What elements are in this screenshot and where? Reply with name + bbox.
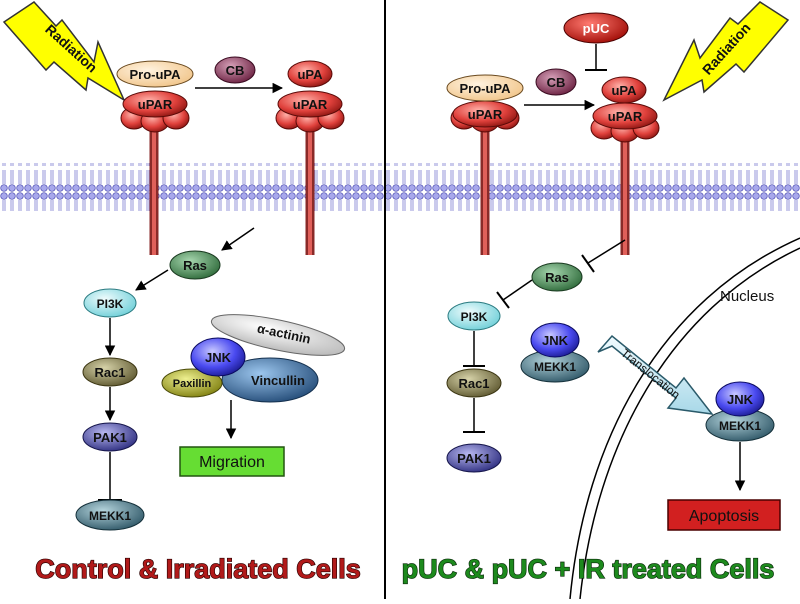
upar-label-1: uPAR — [138, 97, 173, 112]
rac1-label: Rac1 — [94, 365, 125, 380]
pak1-label: PAK1 — [93, 430, 127, 445]
pi3k-node-right — [447, 301, 501, 331]
nucleus-envelope-inner — [579, 247, 800, 600]
ras-node — [169, 250, 221, 280]
pi3k-label: PI3K — [97, 297, 124, 311]
puc-label: pUC — [583, 21, 610, 36]
migration-label: Migration — [199, 454, 265, 471]
migration-box — [179, 446, 285, 477]
rac1-label-right: Rac1 — [458, 376, 489, 391]
upar-node-2 — [277, 90, 343, 118]
alpha-actinin-node — [210, 314, 346, 356]
upa-label: uPA — [297, 67, 323, 82]
rac1-node — [82, 357, 138, 387]
inhibit-bar-pi3k — [496, 291, 510, 309]
arrow-receptor-ras — [221, 227, 255, 251]
upa-node-right — [601, 76, 647, 104]
upa-label-right: uPA — [611, 83, 637, 98]
inhibit-ras-pi3k — [502, 279, 533, 301]
right-panel: Nucleus pUC Radiation uPAR Pro-uPA CB — [401, 1, 800, 600]
vinculin-node — [221, 357, 319, 403]
ras-label-right: Ras — [545, 270, 569, 285]
inhibit-bar-ras — [581, 254, 595, 273]
nucleus-envelope-outer — [569, 237, 800, 600]
radiation-bolt-icon — [2, 1, 126, 102]
apoptosis-label: Apoptosis — [689, 508, 759, 525]
translocation-arrow — [597, 334, 714, 415]
radiation-bolt-icon-right — [662, 1, 790, 102]
mekk1-label-right: MEKK1 — [534, 360, 576, 374]
pi3k-label-right: PI3K — [461, 310, 488, 324]
cb-label-right: CB — [547, 75, 566, 90]
pak1-node — [82, 422, 138, 452]
mekk1-label: MEKK1 — [89, 509, 131, 523]
upar-label-3: uPAR — [468, 107, 503, 122]
ras-label: Ras — [183, 258, 207, 273]
paxillin-label: Paxillin — [173, 378, 212, 390]
right-panel-title: pUC & pUC + IR treated Cells — [402, 554, 775, 584]
upar-label-4: uPAR — [608, 109, 643, 124]
upar-node-1 — [122, 90, 188, 118]
mekk1-label-nuclear: MEKK1 — [719, 419, 761, 433]
paxillin-node — [161, 368, 223, 398]
pi3k-node — [83, 288, 137, 318]
jnk-label-nuclear: JNK — [727, 392, 754, 407]
pro-upa-node — [116, 60, 194, 88]
cb-node — [214, 56, 256, 84]
cell-membrane — [0, 163, 800, 211]
translocation-label: Translocation — [618, 346, 682, 402]
jnk-label: JNK — [205, 350, 232, 365]
left-panel: Radiation uPAR Pro-uPA CB uPAR uPA — [2, 1, 361, 585]
jnk-label-right: JNK — [542, 333, 569, 348]
left-panel-title: Control & Irradiated Cells — [35, 554, 361, 584]
pak1-node-right — [446, 443, 502, 473]
pro-upa-label: Pro-uPA — [129, 67, 181, 82]
upa-node — [287, 60, 333, 88]
nucleus-label: Nucleus — [720, 288, 774, 305]
ras-node-right — [531, 262, 583, 292]
pro-upa-label-right: Pro-uPA — [459, 81, 511, 96]
pro-upa-node-right — [446, 74, 524, 102]
arrow-ras-pi3k — [135, 269, 169, 291]
cb-label: CB — [226, 63, 245, 78]
jnk-node-right — [530, 322, 580, 358]
pak1-label-right: PAK1 — [457, 451, 491, 466]
mekk1-node — [75, 499, 145, 531]
rac1-node-right — [446, 368, 502, 398]
jnk-node — [190, 337, 246, 377]
upar-label-2: uPAR — [293, 97, 328, 112]
cb-node-right — [535, 68, 577, 96]
jnk-node-nuclear — [715, 381, 765, 417]
vinculin-label: Vincullin — [251, 373, 305, 388]
puc-node — [563, 12, 629, 44]
inhibit-receptor-ras — [587, 239, 626, 264]
apoptosis-box — [667, 499, 781, 531]
